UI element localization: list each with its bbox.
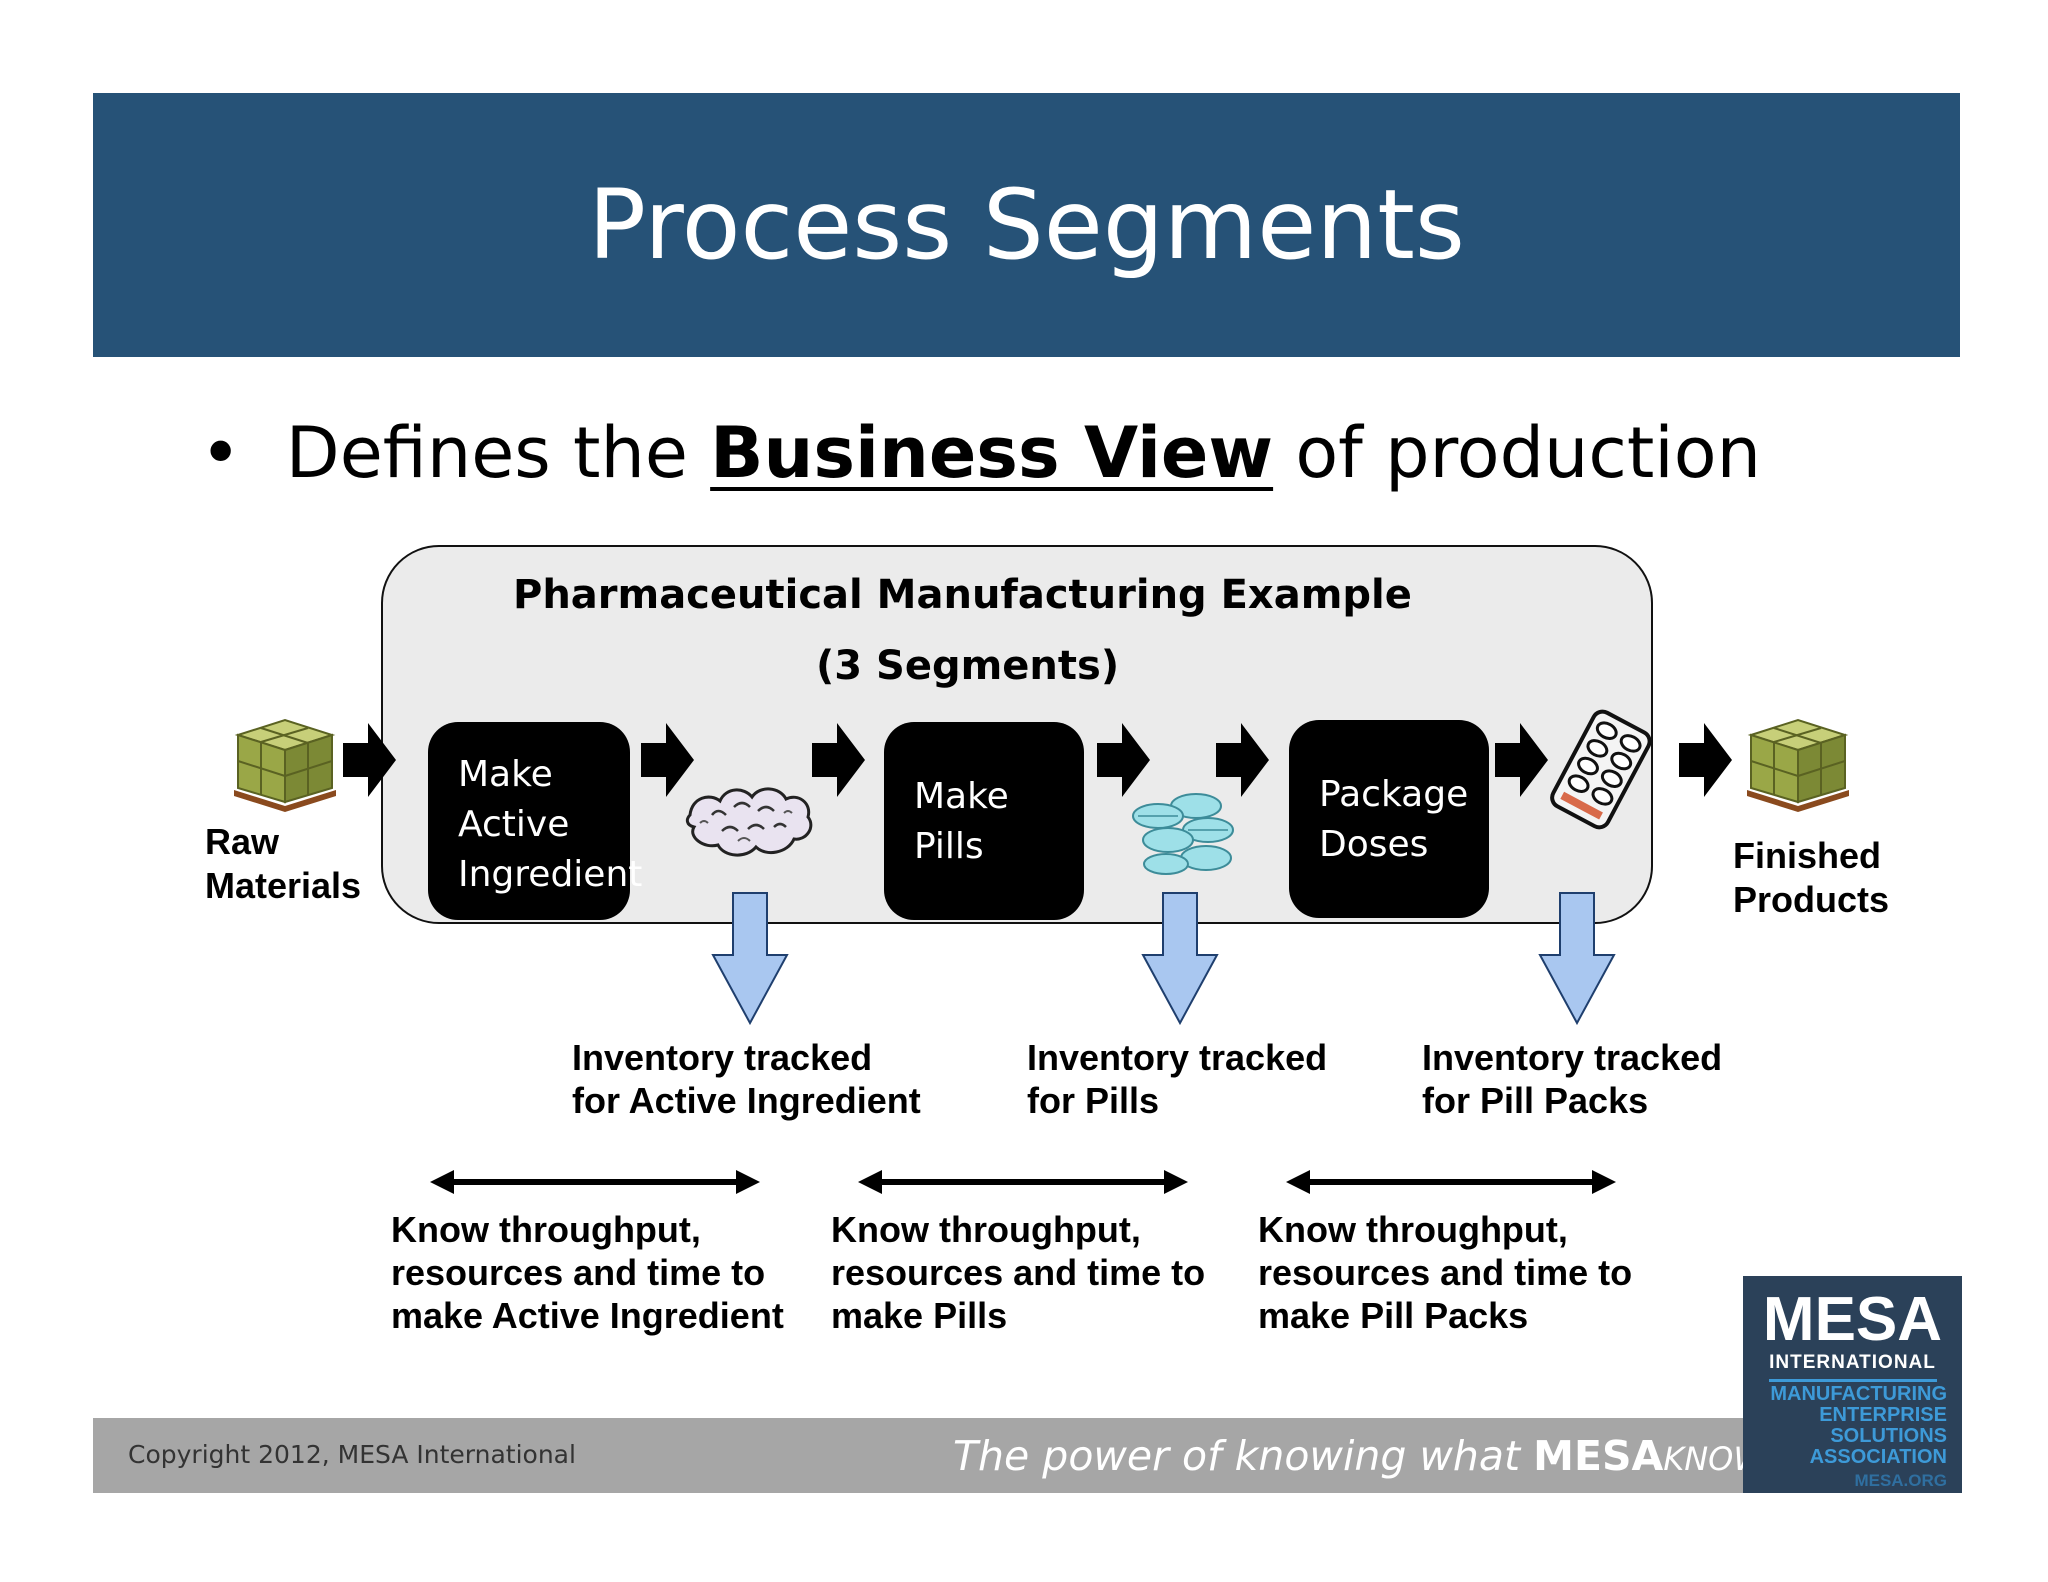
inventory-label-active-ingredient: Inventory tracked for Active Ingredient: [572, 1037, 921, 1121]
pill-pack-icon: [1550, 709, 1652, 830]
flow-arrow-icon: [343, 723, 396, 797]
flow-arrow-icon: [1679, 723, 1732, 797]
inventory-label-pills: Inventory tracked for Pills: [1027, 1037, 1328, 1121]
title-bar: [93, 93, 1960, 357]
finished-products-pallet-icon: [1747, 718, 1849, 812]
footer-bar: [93, 1418, 1743, 1493]
inventory-down-arrow-icon: [1141, 892, 1219, 1026]
flow-arrow-icon: [1216, 723, 1269, 797]
logo-sub: INTERNATIONAL: [1769, 1352, 1936, 1373]
flow-arrow-icon: [1097, 723, 1150, 797]
footer-tagline: The power of knowing what MESAKNOWS: [953, 1432, 1786, 1480]
panel-subheading: (3 Segments): [816, 643, 1120, 689]
flow-arrow-icon: [641, 723, 694, 797]
mesa-logo: MESA INTERNATIONAL MANUFACTURING ENTERPR…: [1743, 1276, 1962, 1493]
flow-arrow-icon: [1495, 723, 1548, 797]
knowledge-label-active-ingredient: Know throughput, resources and time to m…: [391, 1209, 784, 1336]
finished-products-label: Finished Products: [1733, 835, 1890, 920]
knowledge-label-pill-packs: Know throughput, resources and time to m…: [1258, 1209, 1633, 1336]
segment-make-active-ingredient: Make Active Ingredient: [428, 722, 642, 920]
pills-icon: [1132, 793, 1234, 875]
logo-divider: [1769, 1379, 1937, 1382]
raw-materials-pallet-icon: [234, 718, 336, 812]
panel-heading: Pharmaceutical Manufacturing Example: [513, 572, 1412, 618]
segment-span-arrow-icon: [1286, 1170, 1616, 1194]
powder-icon: [685, 787, 813, 857]
logo-url: MESA.ORG: [1854, 1471, 1947, 1490]
segment-span-arrow-icon: [858, 1170, 1188, 1194]
inventory-label-pill-packs: Inventory tracked for Pill Packs: [1422, 1037, 1723, 1121]
bullet-point: • Defines the Business View of productio…: [200, 408, 1761, 498]
inventory-down-arrow-icon: [711, 892, 789, 1026]
logo-association: MANUFACTURING ENTERPRISE SOLUTIONS ASSOC…: [1770, 1383, 1947, 1468]
logo-word: MESA: [1762, 1285, 1943, 1354]
page-title: Process Segments: [588, 169, 1465, 281]
bullet-suffix: of production: [1273, 412, 1761, 494]
bullet-prefix: Defines the: [285, 412, 711, 494]
copyright-text: Copyright 2012, MESA International: [128, 1440, 576, 1469]
flow-arrow-icon: [812, 723, 865, 797]
bullet-dot: •: [200, 412, 286, 494]
segment-span-arrow-icon: [430, 1170, 760, 1194]
segment-package-doses: Package Doses: [1289, 720, 1489, 918]
inventory-down-arrow-icon: [1538, 892, 1616, 1026]
knowledge-label-pills: Know throughput, resources and time to m…: [831, 1209, 1206, 1336]
raw-materials-label: Raw Materials: [205, 821, 362, 906]
segment-make-pills: Make Pills: [884, 722, 1084, 920]
bullet-emphasis: Business View: [710, 412, 1274, 494]
